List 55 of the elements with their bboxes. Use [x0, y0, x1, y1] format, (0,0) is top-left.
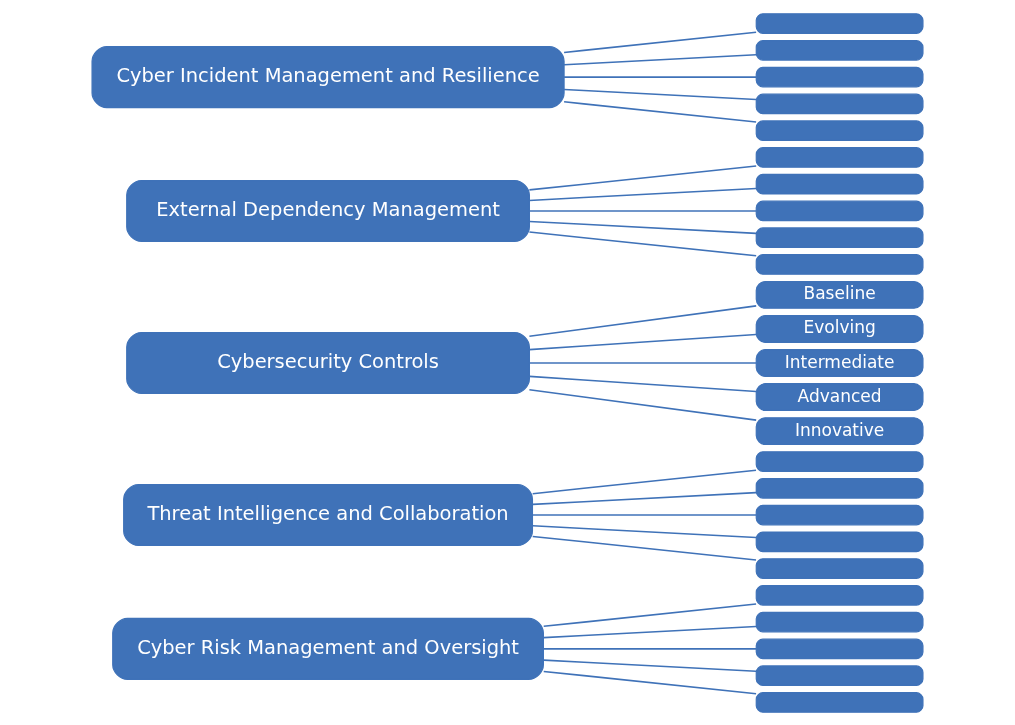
node-box — [755, 66, 924, 87]
node-box — [755, 39, 924, 61]
node-box: Cybersecurity Controls — [126, 331, 530, 394]
connector — [528, 375, 757, 392]
connector — [531, 468, 757, 494]
node-box — [755, 173, 924, 194]
node-box — [755, 584, 924, 606]
node-box — [755, 12, 924, 34]
node-box — [755, 611, 924, 632]
node-box — [755, 253, 924, 275]
connector — [531, 491, 757, 505]
node-box — [755, 450, 924, 472]
node-box: Cyber Risk Management and Oversight — [112, 617, 544, 680]
connector — [528, 304, 757, 337]
connector — [563, 53, 757, 66]
connector — [542, 602, 757, 627]
connector — [528, 388, 757, 421]
node-box — [755, 531, 924, 552]
node-box — [755, 638, 924, 659]
connector — [542, 670, 757, 695]
connector — [528, 230, 757, 257]
node-box: Cyber Incident Management and Resilience — [91, 45, 565, 108]
node-box: Intermediate — [755, 348, 924, 377]
connector — [531, 535, 757, 561]
connector — [563, 88, 757, 100]
connector — [528, 361, 757, 364]
node-box: Advanced — [755, 382, 924, 411]
node-box — [755, 664, 924, 686]
connector — [528, 209, 757, 212]
connector — [542, 658, 757, 672]
connector — [563, 100, 757, 123]
node-box: Evolving — [755, 314, 924, 343]
connector — [563, 75, 757, 78]
connector — [528, 187, 757, 201]
connector — [528, 164, 757, 191]
node-box — [755, 557, 924, 579]
connector — [531, 524, 757, 538]
node-box: Baseline — [755, 280, 924, 309]
connector — [528, 220, 757, 234]
node-box — [755, 504, 924, 525]
node-box: External Dependency Management — [126, 179, 530, 242]
node-box — [755, 119, 924, 141]
connector — [542, 647, 757, 650]
node-box — [755, 477, 924, 499]
connector — [528, 333, 757, 350]
node-box — [755, 93, 924, 114]
connector — [531, 513, 757, 516]
node-box — [755, 200, 924, 221]
connector — [563, 30, 757, 53]
node-box: Threat Intelligence and Collaboration — [123, 483, 534, 546]
node-box — [755, 691, 924, 713]
node-box: Innovative — [755, 416, 924, 445]
connector — [542, 625, 757, 638]
node-box — [755, 146, 924, 168]
node-box — [755, 226, 924, 248]
